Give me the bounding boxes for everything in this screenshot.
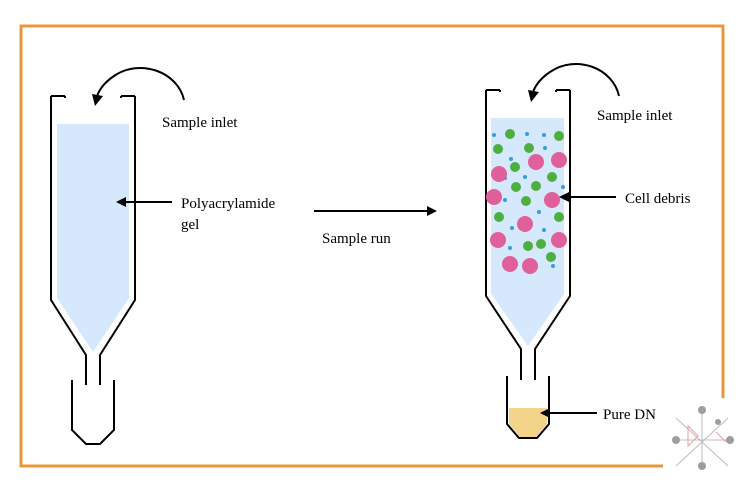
green-particle — [510, 162, 520, 172]
gel-label-line1: Polyacrylamide — [181, 196, 275, 212]
left-inlet-label: Sample inlet — [162, 115, 238, 131]
curved-arrow-icon — [528, 62, 620, 102]
pink-particle — [502, 256, 518, 272]
blue-particle — [561, 185, 565, 189]
pink-particle — [522, 258, 538, 274]
left-column — [50, 95, 136, 445]
blue-particle — [551, 264, 555, 268]
straight-arrow-icon — [314, 206, 437, 216]
green-particle — [536, 239, 546, 249]
pink-particle — [528, 154, 544, 170]
green-particle — [523, 241, 533, 251]
blue-particle — [537, 210, 541, 214]
pink-particle — [517, 216, 533, 232]
blue-particle — [492, 133, 496, 137]
straight-arrow-icon — [559, 192, 616, 202]
straight-arrow-icon — [540, 408, 597, 418]
dna-fill — [509, 408, 547, 437]
right-gel — [491, 118, 564, 346]
pink-particle — [544, 192, 560, 208]
blue-particle — [543, 146, 547, 150]
blue-particle — [503, 198, 507, 202]
green-particle — [547, 172, 557, 182]
cell-debris-label: Cell debris — [625, 191, 691, 207]
pink-particle — [551, 232, 567, 248]
green-particle — [511, 182, 521, 192]
blue-particle — [542, 228, 546, 232]
green-particle — [493, 144, 503, 154]
green-particle — [505, 129, 515, 139]
pink-particle — [486, 189, 502, 205]
blue-particle — [508, 246, 512, 250]
straight-arrow-icon — [116, 197, 172, 207]
left-column-outline — [50, 95, 136, 385]
green-particle — [494, 212, 504, 222]
left-collection-tube — [71, 380, 115, 445]
right-inlet-label: Sample inlet — [597, 108, 673, 124]
pink-particle — [551, 152, 567, 168]
cell-debris-particles — [486, 129, 567, 274]
gel-label-line2: gel — [181, 217, 199, 233]
green-particle — [554, 131, 564, 141]
diagram-frame — [19, 24, 725, 468]
left-gel — [57, 124, 129, 352]
blue-particle — [510, 226, 514, 230]
blue-particle — [523, 175, 527, 179]
green-particle — [554, 212, 564, 222]
pink-particle — [491, 166, 507, 182]
green-particle — [531, 181, 541, 191]
pure-dna-label: Pure DN — [603, 407, 656, 423]
blue-particle — [509, 157, 513, 161]
right-column-outline — [485, 89, 571, 380]
pink-particle — [490, 232, 506, 248]
green-particle — [521, 196, 531, 206]
blue-particle — [525, 132, 529, 136]
blue-particle — [542, 133, 546, 137]
sample-run-label: Sample run — [322, 231, 391, 247]
watermark-logo-icon — [663, 398, 748, 478]
green-particle — [546, 252, 556, 262]
green-particle — [524, 143, 534, 153]
curved-arrow-icon — [92, 67, 185, 106]
